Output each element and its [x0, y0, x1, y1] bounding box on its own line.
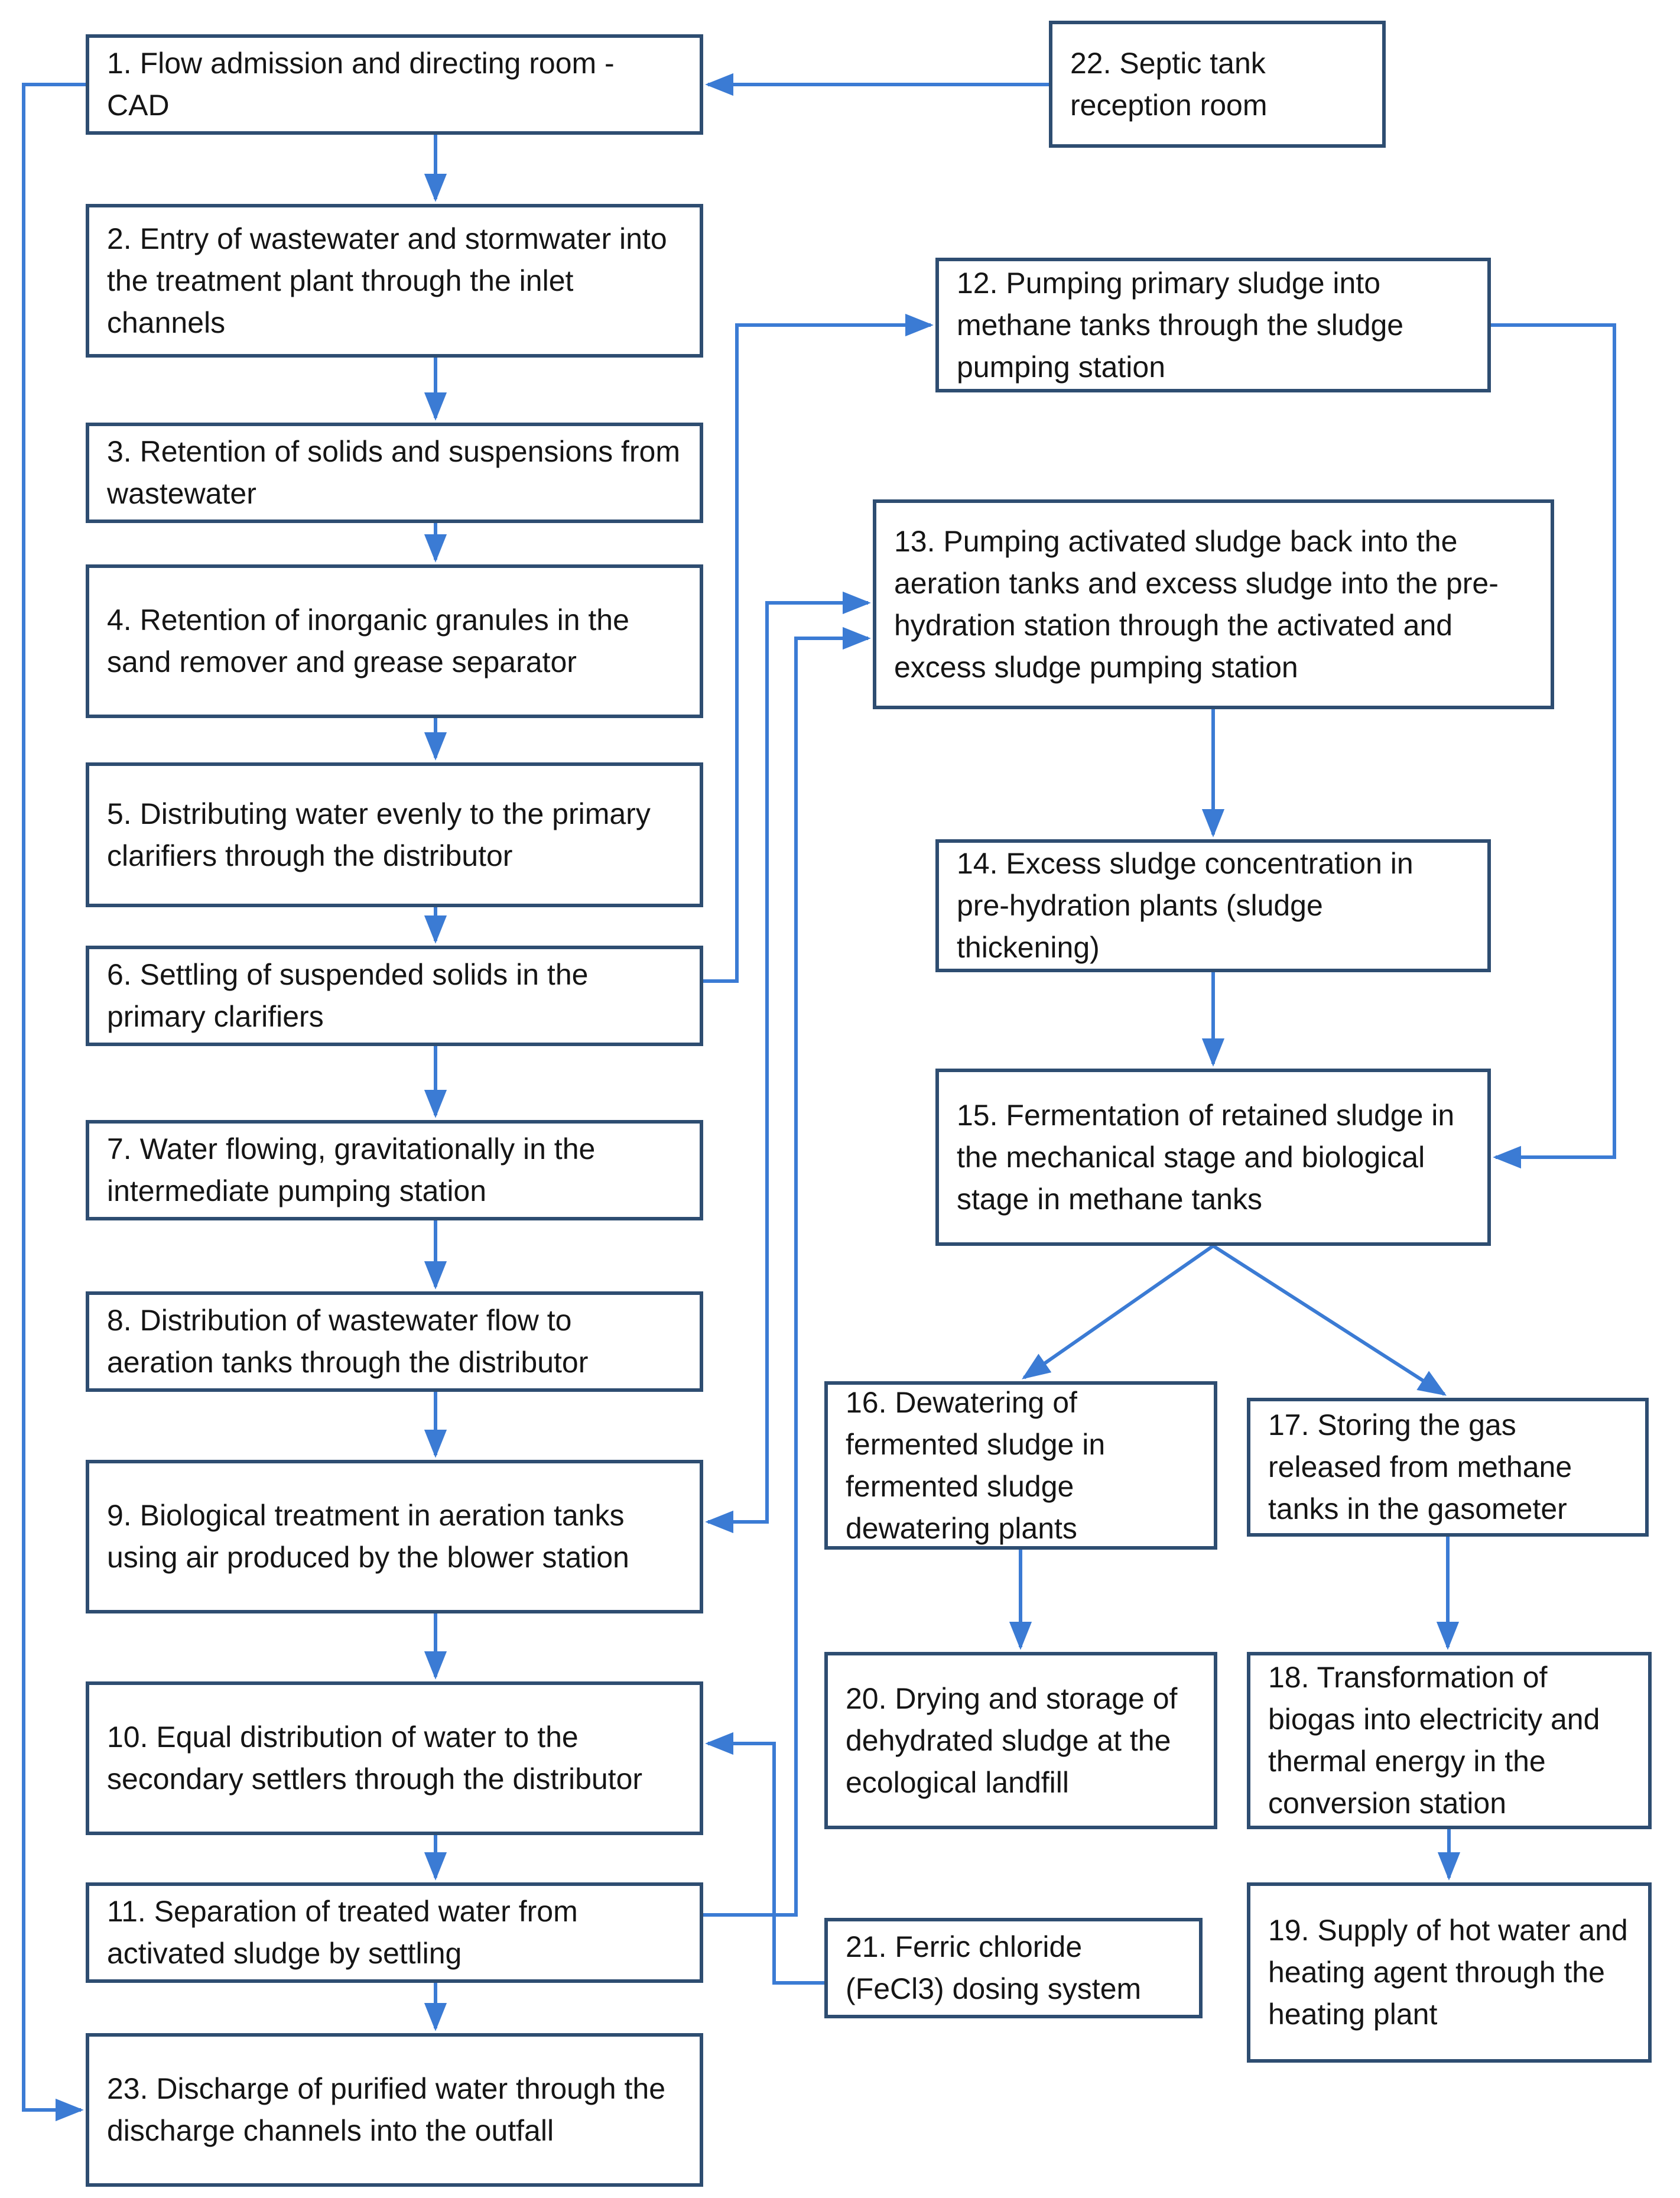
- flow-node-4-label: 4. Retention of inorganic granules in th…: [107, 603, 629, 678]
- flow-node-6: 6. Settling of suspended solids in the p…: [86, 946, 703, 1046]
- flow-node-11-label: 11. Separation of treated water from act…: [107, 1895, 578, 1970]
- flow-node-21: 21. Ferric chloride (FeCl3) dosing syste…: [824, 1918, 1203, 2018]
- flow-node-16-label: 16. Dewatering of fermented sludge in fe…: [846, 1385, 1106, 1545]
- flow-node-15: 15. Fermentation of retained sludge in t…: [935, 1069, 1491, 1246]
- edge-1-23: [22, 83, 86, 2122]
- flow-node-3-label: 3. Retention of solids and suspensions f…: [107, 435, 680, 510]
- flow-node-23-label: 23. Discharge of purified water through …: [107, 2072, 665, 2147]
- flow-node-23: 23. Discharge of purified water through …: [86, 2033, 703, 2187]
- flow-node-3: 3. Retention of solids and suspensions f…: [86, 423, 703, 523]
- flow-node-17-label: 17. Storing the gas released from methan…: [1268, 1408, 1572, 1525]
- flow-node-21-label: 21. Ferric chloride (FeCl3) dosing syste…: [846, 1930, 1142, 2005]
- flow-node-13-label: 13. Pumping activated sludge back into t…: [894, 524, 1499, 684]
- flow-node-8-label: 8. Distribution of wastewater flow to ae…: [107, 1304, 589, 1379]
- flow-node-6-label: 6. Settling of suspended solids in the p…: [107, 958, 589, 1033]
- flow-node-2: 2. Entry of wastewater and stormwater in…: [86, 204, 703, 358]
- flow-node-7-label: 7. Water flowing, gravitationally in the…: [107, 1132, 596, 1207]
- flow-node-7: 7. Water flowing, gravitationally in the…: [86, 1120, 703, 1220]
- flow-node-22-label: 22. Septic tank reception room: [1070, 46, 1268, 122]
- flow-node-13: 13. Pumping activated sludge back into t…: [873, 499, 1554, 709]
- flow-node-2-label: 2. Entry of wastewater and stormwater in…: [107, 222, 667, 339]
- flow-node-18: 18. Transformation of biogas into electr…: [1247, 1652, 1652, 1829]
- flow-node-1-label: 1. Flow admission and directing room - C…: [107, 47, 615, 122]
- flow-node-5: 5. Distributing water evenly to the prim…: [86, 762, 703, 907]
- flow-node-5-label: 5. Distributing water evenly to the prim…: [107, 797, 651, 872]
- flow-node-19: 19. Supply of hot water and heating agen…: [1247, 1882, 1652, 2063]
- flow-node-19-label: 19. Supply of hot water and heating agen…: [1268, 1914, 1628, 2031]
- flow-node-8: 8. Distribution of wastewater flow to ae…: [86, 1291, 703, 1392]
- flow-node-11: 11. Separation of treated water from act…: [86, 1882, 703, 1983]
- edge-12-15: [1491, 323, 1616, 1169]
- flow-node-9-label: 9. Biological treatment in aeration tank…: [107, 1499, 629, 1574]
- flow-node-10: 10. Equal distribution of water to the s…: [86, 1681, 703, 1835]
- flow-node-1: 1. Flow admission and directing room - C…: [86, 34, 703, 135]
- flow-node-20-label: 20. Drying and storage of dehydrated slu…: [846, 1681, 1178, 1799]
- flow-node-12: 12. Pumping primary sludge into methane …: [935, 258, 1491, 392]
- flow-node-4: 4. Retention of inorganic granules in th…: [86, 564, 703, 718]
- flow-node-17: 17. Storing the gas released from methan…: [1247, 1398, 1649, 1537]
- flow-node-12-label: 12. Pumping primary sludge into methane …: [957, 266, 1404, 384]
- flow-node-14-label: 14. Excess sludge concentration in pre-h…: [957, 847, 1413, 964]
- flow-node-14: 14. Excess sludge concentration in pre-h…: [935, 839, 1491, 972]
- flow-node-9: 9. Biological treatment in aeration tank…: [86, 1460, 703, 1613]
- edge-15-16: [1022, 1244, 1214, 1379]
- flow-node-10-label: 10. Equal distribution of water to the s…: [107, 1720, 643, 1796]
- flow-node-15-label: 15. Fermentation of retained sludge in t…: [957, 1098, 1455, 1216]
- flow-node-20: 20. Drying and storage of dehydrated slu…: [824, 1652, 1217, 1829]
- edge-15-17: [1212, 1244, 1447, 1396]
- flow-node-16: 16. Dewatering of fermented sludge in fe…: [824, 1381, 1217, 1550]
- edge-21-10: [705, 1732, 824, 1985]
- flow-node-22: 22. Septic tank reception room: [1049, 21, 1386, 148]
- flow-node-18-label: 18. Transformation of biogas into electr…: [1268, 1661, 1600, 1820]
